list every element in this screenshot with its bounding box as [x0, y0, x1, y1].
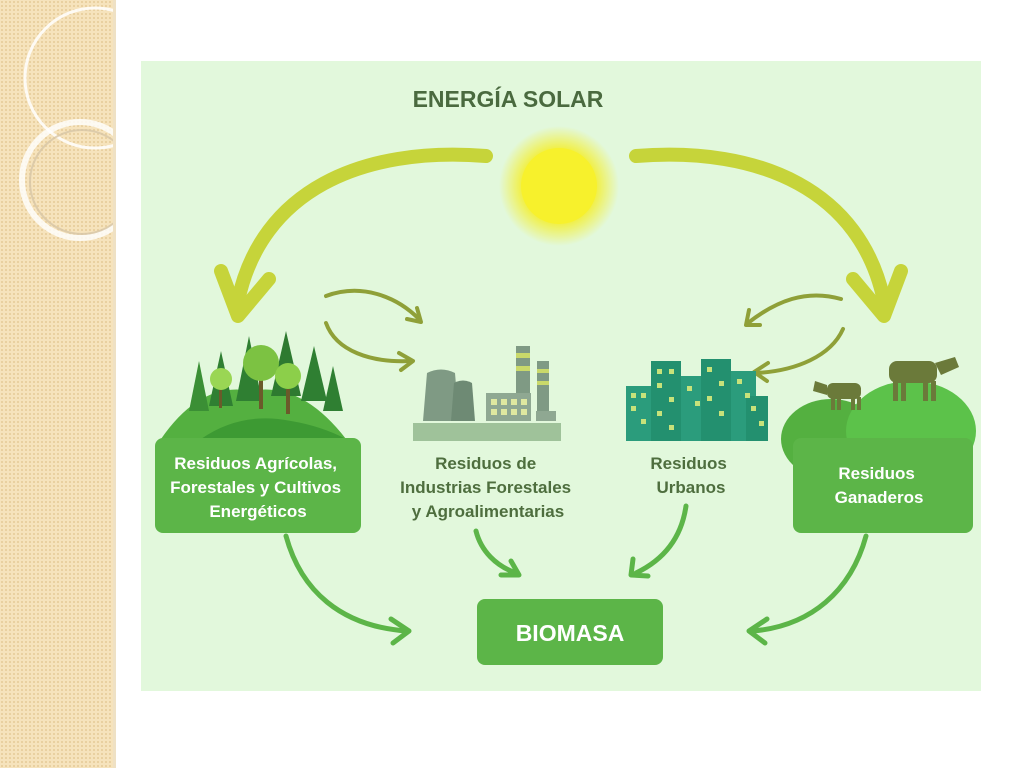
trees-icon: [161, 331, 346, 439]
decor-ring-shadow: [29, 129, 113, 235]
decor-ring-top: [23, 6, 113, 150]
cycle-arrows-right: [744, 293, 845, 383]
biomass-diagram: ENERGÍA SOLAR: [141, 61, 981, 691]
cycle-arrows-left: [324, 288, 423, 372]
box-agricolas-line-2: Forestales y Cultivos: [170, 478, 341, 497]
label-residuos-industrias: Residuos de Industrias Forestales y Agro…: [400, 454, 576, 521]
box-agricolas-line-3: Energéticos: [209, 502, 306, 521]
box-ganaderos-line-1: Residuos: [838, 464, 915, 483]
decorative-sidebar: [0, 0, 116, 768]
industrias-line-2: Industrias Forestales: [400, 478, 571, 497]
flow-arrow-industrias: [473, 528, 522, 578]
industrias-line-3: y Agroalimentarias: [412, 502, 564, 521]
sidebar-rings: [19, 6, 113, 241]
urbanos-line-2: Urbanos: [657, 478, 726, 497]
flow-arrow-agricolas: [283, 533, 412, 646]
factory-icon: [413, 346, 561, 441]
box-residuos-agricolas: [155, 438, 361, 533]
biomasa-label: BIOMASA: [516, 620, 625, 646]
decor-ring-middle: [19, 119, 113, 241]
city-buildings-icon: [626, 359, 768, 441]
box-agricolas-text: Residuos Agrícolas, Forestales y Cultivo…: [170, 454, 346, 521]
flow-arrow-urbanos: [628, 503, 689, 579]
box-biomasa: [477, 599, 663, 665]
flow-arrow-ganaderos: [746, 533, 869, 646]
box-ganaderos-text: Residuos Ganaderos: [835, 464, 924, 507]
label-residuos-urbanos: Residuos Urbanos: [650, 454, 731, 497]
diagram-canvas: ENERGÍA SOLAR: [155, 85, 976, 665]
solar-arrow-right: [629, 147, 908, 323]
diagram-title: ENERGÍA SOLAR: [413, 85, 604, 112]
sun-icon: [499, 126, 619, 246]
box-residuos-ganaderos: [793, 438, 973, 533]
urbanos-line-1: Residuos: [650, 454, 727, 473]
box-ganaderos-line-2: Ganaderos: [835, 488, 924, 507]
box-agricolas-line-1: Residuos Agrícolas,: [174, 454, 337, 473]
industrias-line-1: Residuos de: [435, 454, 536, 473]
solar-arrow-left: [214, 147, 493, 323]
